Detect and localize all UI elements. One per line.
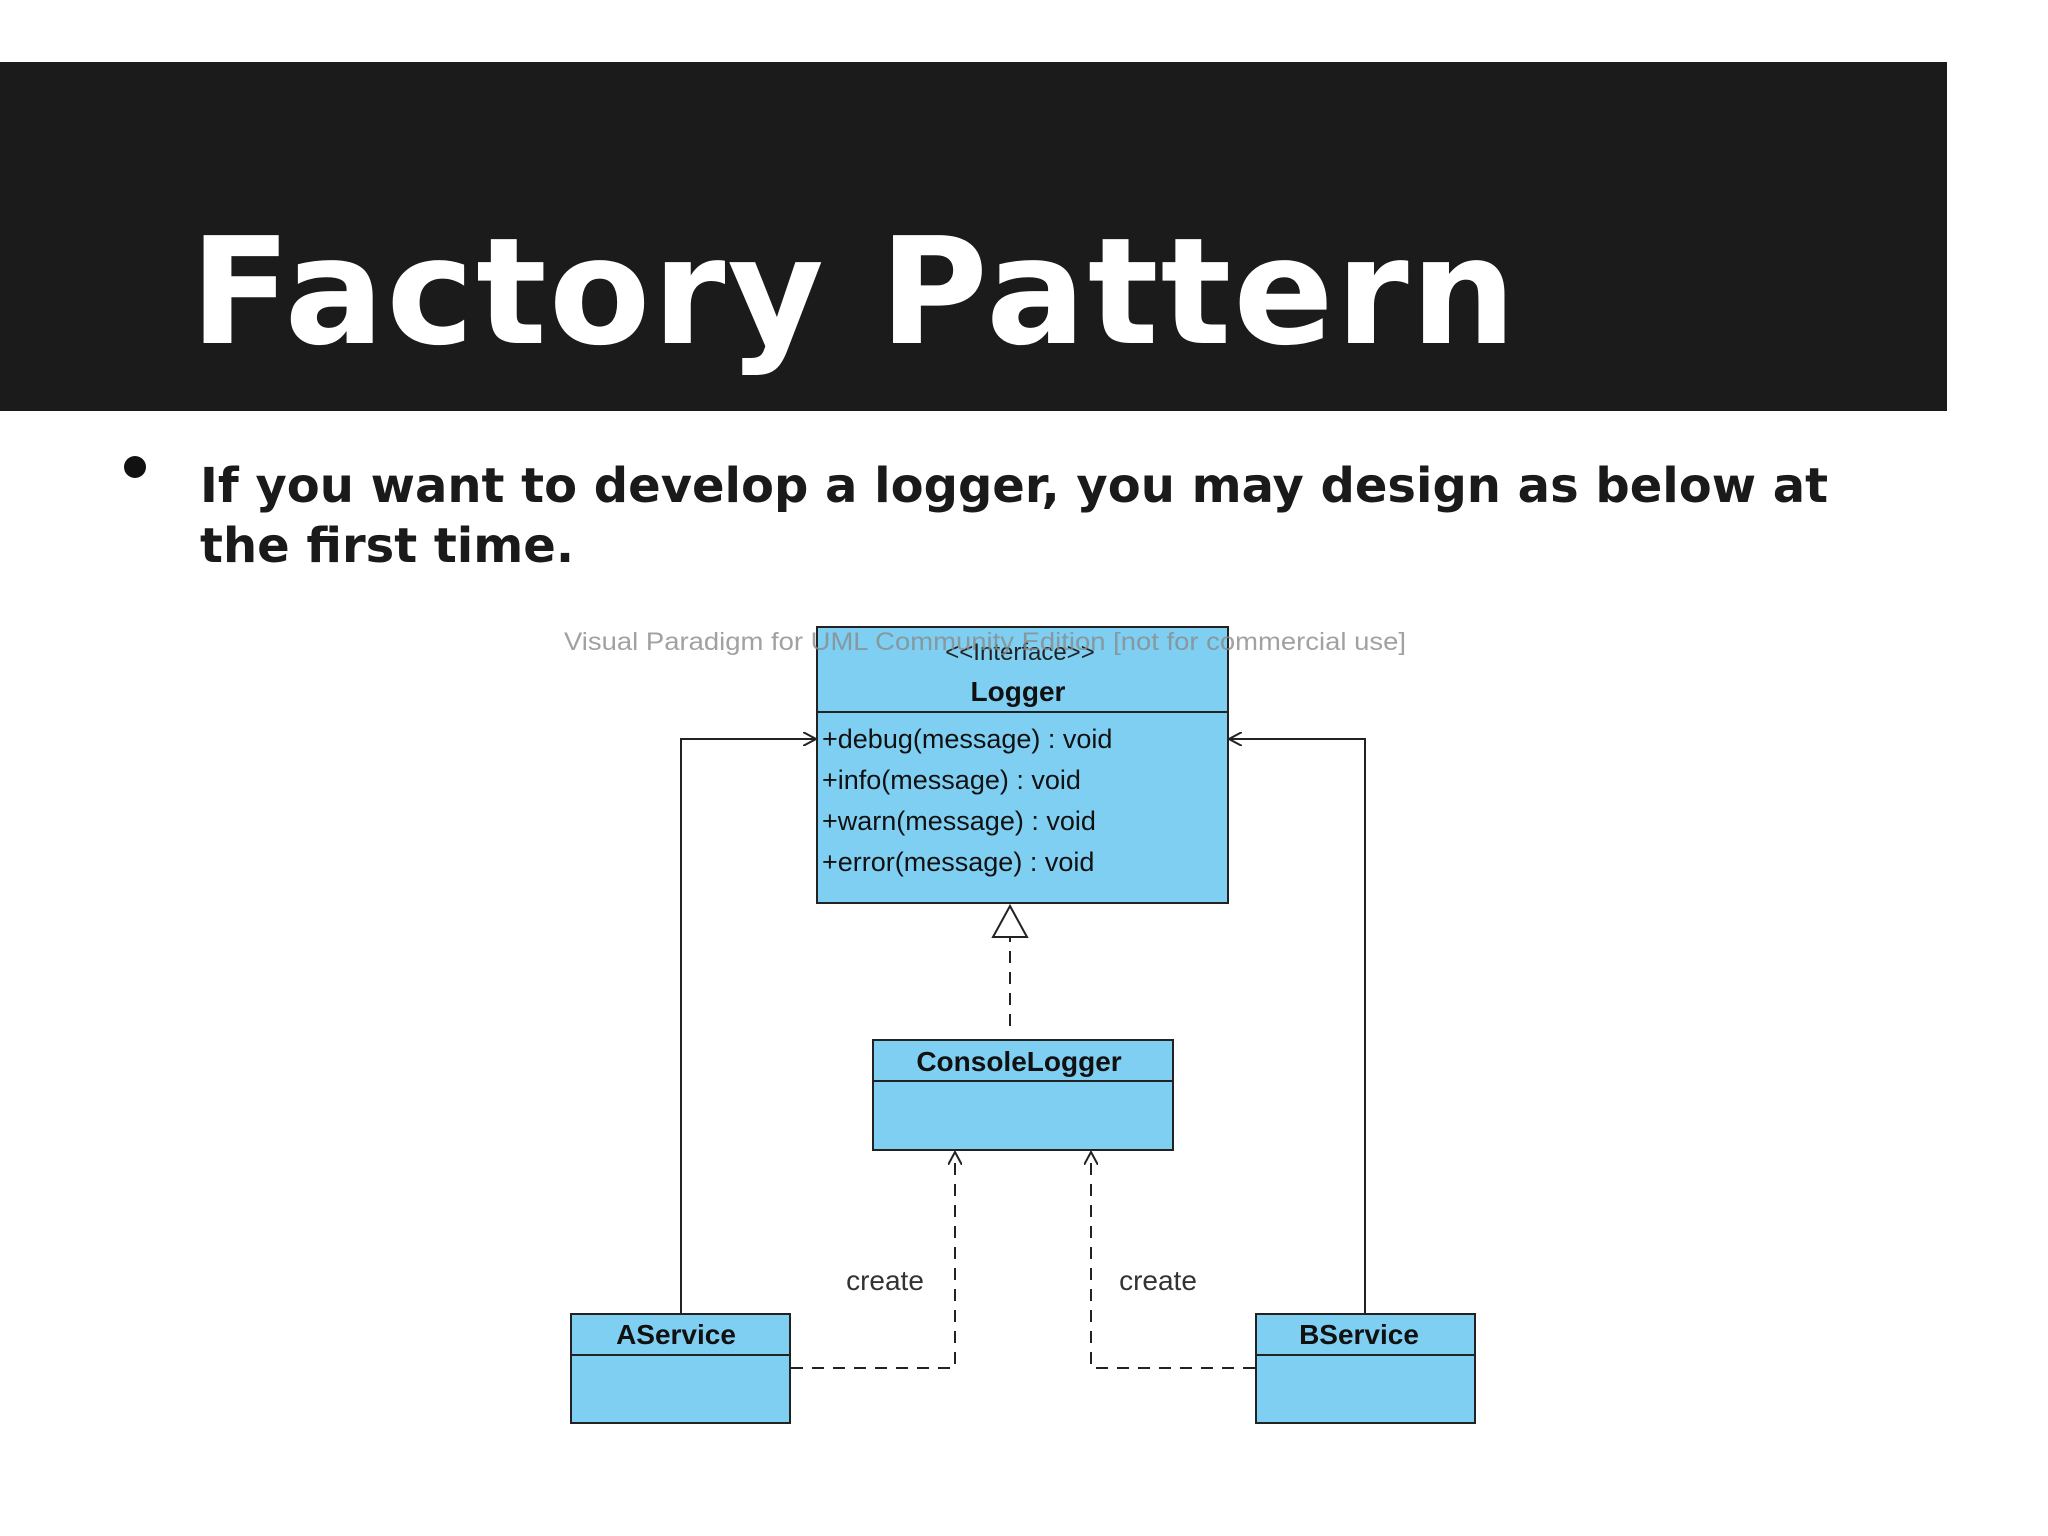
create-label-left: create — [846, 1265, 924, 1296]
a-service-box — [570, 1313, 791, 1424]
logger-stereotype: <<Interface>> — [945, 639, 1094, 666]
bullet-text: If you want to develop a logger, you may… — [200, 458, 1829, 574]
realization-triangle — [991, 903, 1029, 938]
logger-class: <<Interface>> Logger +debug(message) : v… — [816, 626, 1229, 904]
b-service-logger-association — [1229, 739, 1366, 1314]
title-band — [0, 62, 1947, 411]
bullet-icon — [124, 456, 146, 478]
logger-method: +debug(message) : void — [822, 724, 1112, 754]
logger-method: +info(message) : void — [822, 765, 1081, 795]
a-service-class: AService — [570, 1313, 791, 1424]
b-service-class: BService — [1255, 1313, 1476, 1424]
create-label-right: create — [1119, 1265, 1197, 1296]
a-service-create-dependency — [791, 1152, 955, 1369]
console-logger-box — [872, 1039, 1174, 1151]
b-service-create-dependency — [1091, 1152, 1255, 1369]
slide-title: Factory Pattern — [190, 206, 1519, 378]
watermark-text: Visual Paradigm for UML Community Editio… — [564, 628, 1406, 656]
b-service-name: BService — [1299, 1319, 1419, 1350]
console-logger-class: ConsoleLogger — [872, 1039, 1174, 1151]
logger-method: +error(message) : void — [822, 847, 1094, 877]
logger-method: +warn(message) : void — [822, 806, 1096, 836]
a-service-name: AService — [616, 1319, 736, 1350]
console-logger-name: ConsoleLogger — [916, 1046, 1121, 1077]
logger-class-name: Logger — [971, 676, 1066, 707]
a-service-logger-association — [680, 739, 816, 1314]
logger-class-box — [816, 626, 1229, 904]
